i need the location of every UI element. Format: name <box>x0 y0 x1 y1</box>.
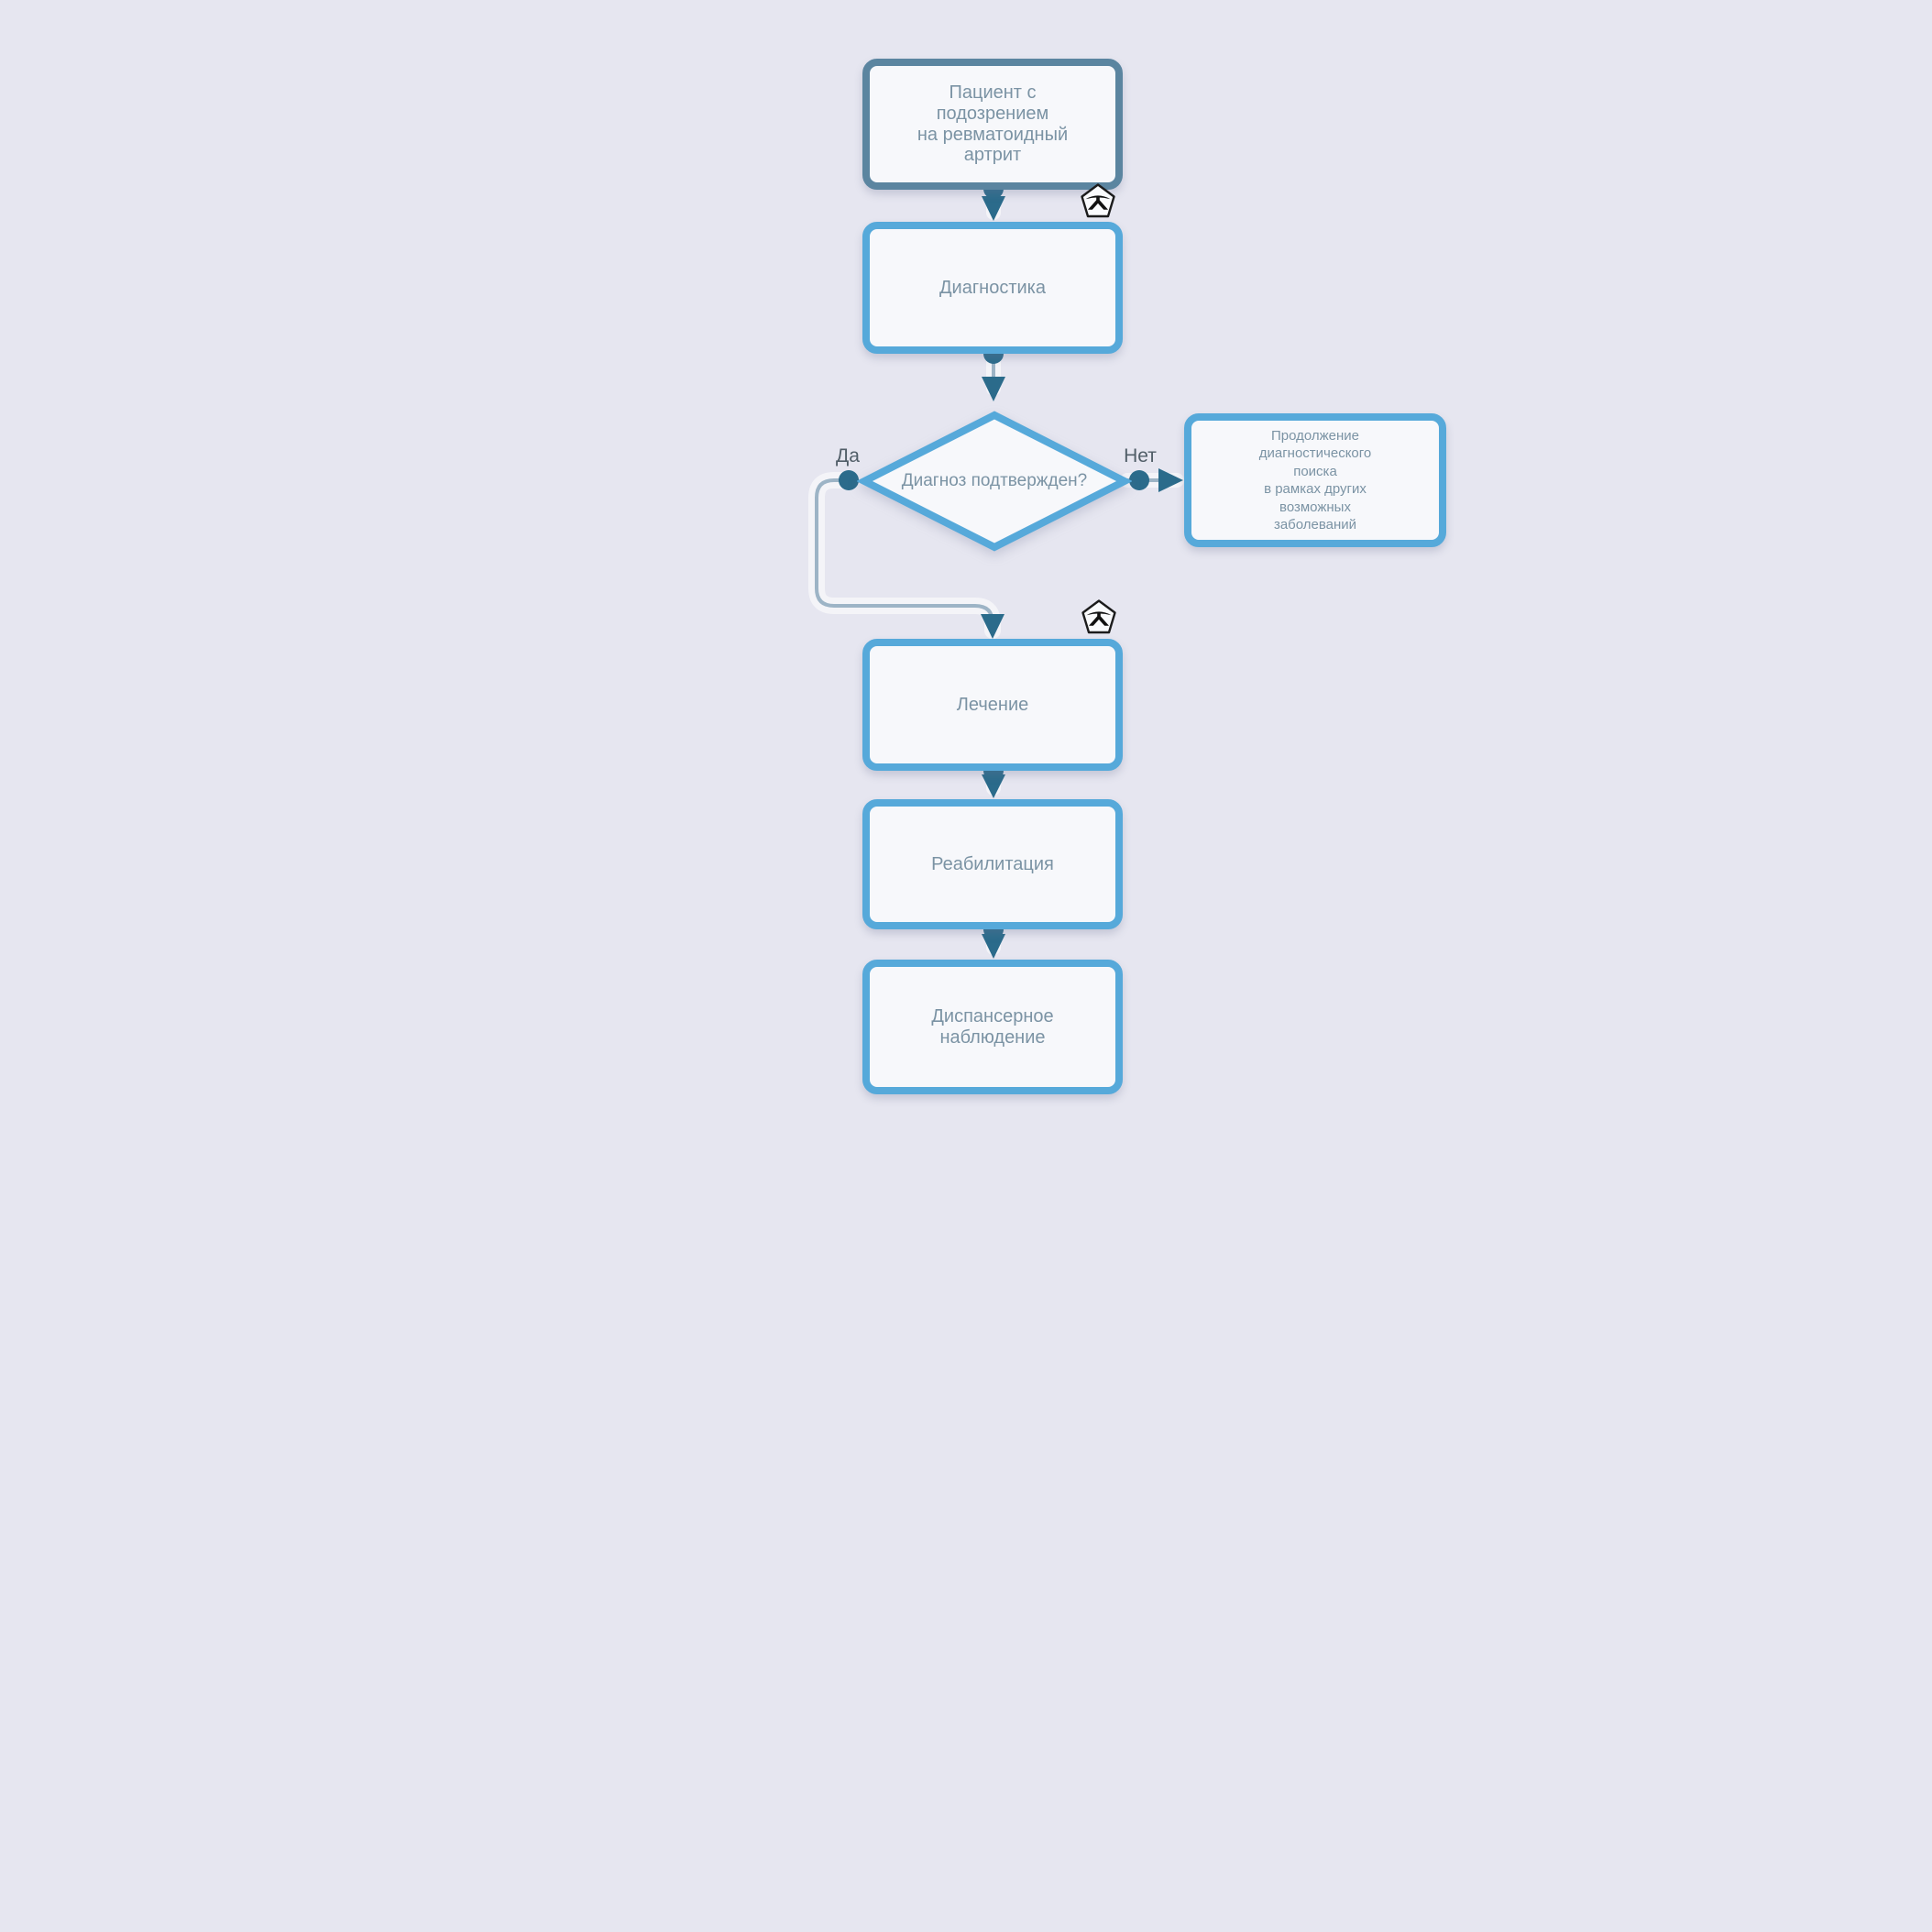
arrowhead-icon <box>1158 468 1183 492</box>
node-rehabilitation: Реабилитация <box>862 799 1123 929</box>
branch-label-yes: Да <box>836 445 860 467</box>
quality-mark-icon <box>1081 183 1115 218</box>
decision-diamond-shape <box>857 411 1132 552</box>
branch-label-no: Нет <box>1124 445 1157 467</box>
node-continue-diagnostic-search: Продолжение диагностического поиска в ра… <box>1184 413 1446 547</box>
decision-label: Диагноз подтвержден? <box>901 471 1088 490</box>
arrowhead-icon <box>982 774 1005 798</box>
node-diagnostics: Диагностика <box>862 222 1123 354</box>
quality-mark-icon <box>1081 599 1116 634</box>
edge-endpoint-dot <box>839 470 859 490</box>
arrowhead-icon <box>981 614 1004 639</box>
node-decision-diagnosis-confirmed: Диагноз подтвержден? <box>857 408 1132 554</box>
node-treatment: Лечение <box>862 639 1123 771</box>
arrowhead-icon <box>982 377 1005 401</box>
node-start-patient: Пациент с подозрением на ревматоидный ар… <box>862 59 1123 190</box>
arrowhead-icon <box>982 196 1005 221</box>
arrowhead-icon <box>982 934 1005 959</box>
edge-decision-no-to-continue <box>1120 468 1184 492</box>
node-dispensary-observation: Диспансерное наблюдение <box>862 960 1123 1094</box>
edge-endpoint-dot <box>1129 470 1149 490</box>
